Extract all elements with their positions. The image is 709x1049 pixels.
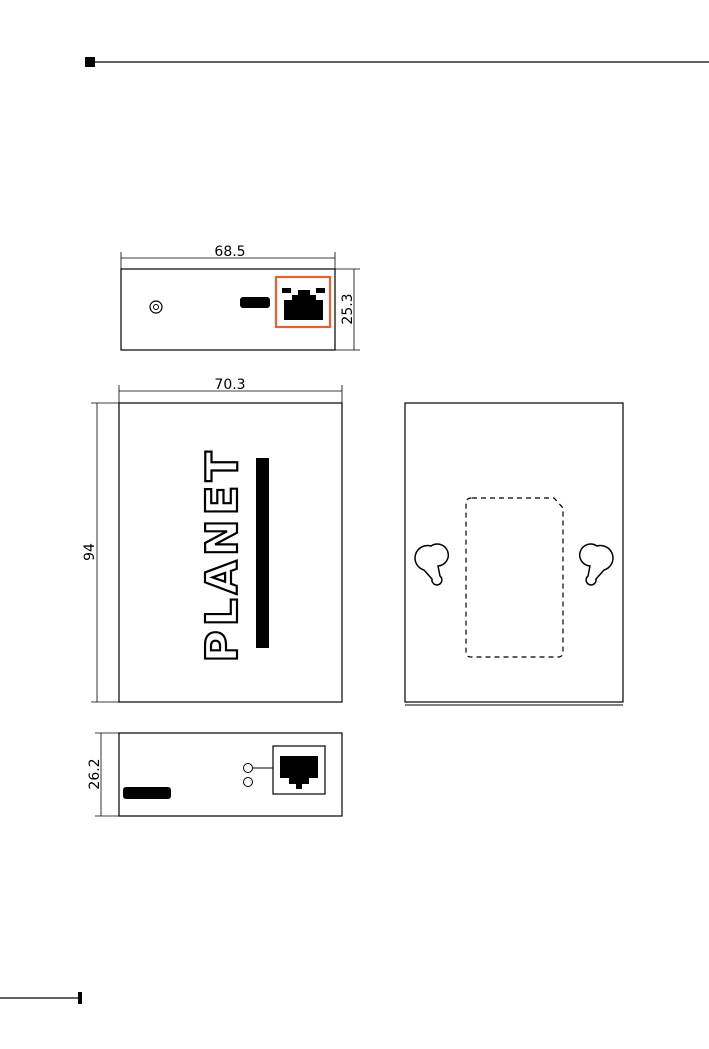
- rj45-port-icon: [280, 756, 318, 789]
- bottom-label-slot: [123, 787, 171, 799]
- rj45-port-icon: [282, 288, 325, 320]
- keyhole-mount-icon: [415, 544, 448, 585]
- planet-logo: PLANET: [197, 447, 248, 662]
- top-width-label: 68.5: [214, 244, 245, 260]
- keyhole-mount-icon: [580, 544, 613, 585]
- front-width-label: 70.3: [214, 377, 245, 393]
- label-slot: [240, 297, 270, 308]
- front-height-label: 94: [82, 543, 98, 561]
- dc-jack-icon: [150, 301, 162, 313]
- led-indicator-icon: [244, 764, 274, 787]
- page-footer: [0, 992, 82, 1004]
- bottom-height-label: 26.2: [87, 758, 103, 789]
- footer-bullet: [78, 992, 82, 1004]
- top-view: 68.5 25.3: [121, 244, 360, 350]
- mount-label-area: [466, 498, 563, 657]
- front-view: 70.3 94 PLANET: [82, 377, 342, 702]
- header-bullet-square: [85, 57, 95, 67]
- rear-view: [405, 403, 623, 705]
- page-header: [85, 57, 709, 67]
- front-led-bar: [256, 458, 269, 648]
- top-height-label: 25.3: [340, 293, 356, 324]
- bottom-view: 26.2: [87, 733, 342, 816]
